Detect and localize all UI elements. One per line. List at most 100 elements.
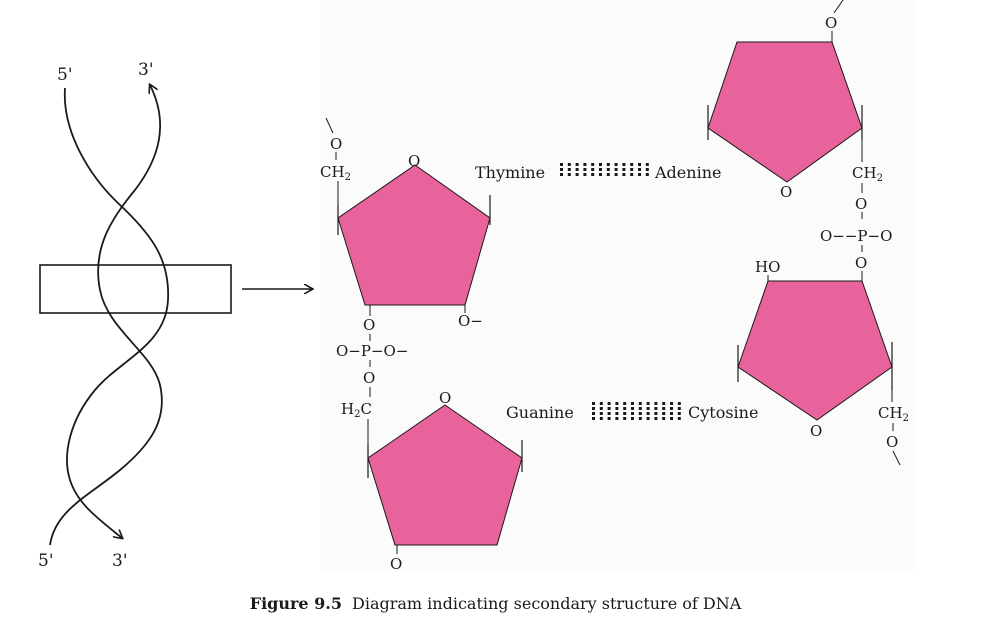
phosphate-right-o-top: O <box>855 195 867 213</box>
hydrogen-bond-dot <box>592 412 595 415</box>
sugar4-bottom-oxygen: O <box>886 433 898 451</box>
helix-strand-a <box>63 87 169 538</box>
hydrogen-bond-dot <box>631 407 634 410</box>
hydrogen-bond-dot <box>622 168 626 171</box>
hydrogen-bond-dot <box>567 168 571 171</box>
hydrogen-bond-dot <box>607 402 611 405</box>
hydrogen-bond-dot <box>638 163 641 166</box>
hydrogen-bond-dot <box>670 407 673 410</box>
label-bottom-left-5prime: 5' <box>38 551 54 571</box>
hydrogen-bond-dot <box>638 168 641 171</box>
sugar4-ho: HO <box>755 258 780 276</box>
phosphate-right-o-bottom: O <box>855 254 867 272</box>
sugar2-ring-oxygen: O <box>439 389 451 407</box>
sugar3-ch2: CH2 <box>852 164 883 184</box>
hydrogen-bond-dot <box>645 163 649 166</box>
figure-number: Figure 9.5 <box>249 594 342 613</box>
hydrogen-bond-dot <box>583 173 587 176</box>
hydrogen-bond-dot <box>654 407 658 410</box>
sugar1-linker-oxygen: O <box>330 135 342 153</box>
hydrogen-bond-dot <box>622 173 626 176</box>
hydrogen-bond-dot <box>662 402 666 405</box>
hydrogen-bond-dot <box>567 163 571 166</box>
sugar-pentagon-4 <box>737 280 893 421</box>
hydrogen-bond-dot <box>599 173 602 176</box>
hydrogen-bond-dot <box>615 402 619 405</box>
sugar-ring-4: HO O CH2 O <box>737 258 909 466</box>
hydrogen-bond-dot <box>677 412 681 415</box>
hydrogen-bond-dot <box>645 173 649 176</box>
phosphate-group-left: O O−P−O− O <box>336 305 408 397</box>
hydrogen-bond-dot <box>560 163 563 166</box>
hydrogen-bond-dot <box>599 168 602 171</box>
hydrogen-bond-dot <box>615 417 619 420</box>
hydrogen-bond-dot <box>599 412 603 415</box>
hydrogen-bond-dot <box>677 407 681 410</box>
hydrogen-bond-dot <box>638 407 642 410</box>
hydrogen-bond-dot <box>646 407 650 410</box>
hydrogen-bond-dot <box>630 163 634 166</box>
hydrogen-bond-dot <box>614 163 618 166</box>
hydrogen-bond-dot <box>560 168 563 171</box>
hydrogen-bond-dot <box>654 412 658 415</box>
base-pair-guanine-cytosine: Guanine Cytosine <box>506 402 758 422</box>
hydrogen-bond-dot <box>592 417 595 420</box>
hydrogen-bond-dot <box>646 402 650 405</box>
hydrogen-bond-dot <box>575 163 579 166</box>
hydrogen-bond-dot <box>560 173 563 176</box>
hydrogen-bond-dot <box>591 173 595 176</box>
hydrogen-bond-dot <box>614 173 618 176</box>
hydrogen-bond-dot <box>606 168 610 171</box>
label-top-right-3prime: 3' <box>138 60 154 80</box>
hydrogen-bond-dot <box>623 402 627 405</box>
hydrogen-bond-dot <box>623 417 627 420</box>
helix-strand-b <box>49 85 163 546</box>
hydrogen-bond-dot <box>646 417 650 420</box>
hydrogen-bond-dot <box>607 412 611 415</box>
phosphate-left-o-top: O <box>363 316 375 334</box>
hydrogen-bond-dot <box>646 412 650 415</box>
hydrogen-bond-dots-ta <box>560 163 649 176</box>
hydrogen-bond-dot <box>607 417 611 420</box>
sugar3-top-oxygen: O <box>825 14 837 32</box>
sugar-pentagon-1 <box>337 164 491 306</box>
hydrogen-bond-dot <box>662 412 666 415</box>
sugar-ring-2: H2C O O <box>341 389 523 573</box>
hydrogen-bond-dots-gc <box>592 402 681 420</box>
hydrogen-bond-dot <box>623 407 627 410</box>
hydrogen-bond-dot <box>662 407 666 410</box>
hydrogen-bond-dot <box>592 402 595 405</box>
sugar-ring-3: O O CH2 <box>707 0 883 201</box>
hydrogen-bond-dot <box>615 407 619 410</box>
sugar4-ring-oxygen: O <box>810 422 822 440</box>
sugar-ring-1: O O CH2 O− <box>320 117 491 330</box>
double-helix: 5' 3' 5' 3' <box>38 60 312 571</box>
hydrogen-bond-dot <box>599 402 603 405</box>
hydrogen-bond-dot <box>599 417 603 420</box>
hydrogen-bond-dot <box>631 417 634 420</box>
sugar1-o-minus: O− <box>458 312 483 330</box>
figure-caption: Figure 9.5 Diagram indicating secondary s… <box>0 594 991 613</box>
hydrogen-bond-dot <box>645 168 649 171</box>
figure-caption-text: Diagram indicating secondary structure o… <box>352 594 742 613</box>
phosphate-right-p-row: O−−P−O <box>820 227 892 245</box>
hydrogen-bond-dot <box>638 412 642 415</box>
hydrogen-bond-dot <box>591 168 595 171</box>
hydrogen-bond-dot <box>575 173 579 176</box>
sugar1-ring-oxygen: O <box>408 152 420 170</box>
sugar2-bottom-oxygen: O <box>390 555 402 573</box>
base-adenine: Adenine <box>654 163 721 182</box>
hydrogen-bond-dot <box>583 163 587 166</box>
hydrogen-bond-dot <box>677 402 681 405</box>
base-guanine: Guanine <box>506 403 574 422</box>
hydrogen-bond-dot <box>654 417 658 420</box>
sugar4-ch2: CH2 <box>878 404 909 424</box>
sugar1-ch2: CH2 <box>320 163 351 183</box>
hydrogen-bond-dot <box>615 412 619 415</box>
hydrogen-bond-dot <box>638 173 641 176</box>
hydrogen-bond-dot <box>575 168 579 171</box>
sugar1-top-stub <box>325 117 334 134</box>
hydrogen-bond-dot <box>631 412 634 415</box>
hydrogen-bond-dot <box>567 173 571 176</box>
